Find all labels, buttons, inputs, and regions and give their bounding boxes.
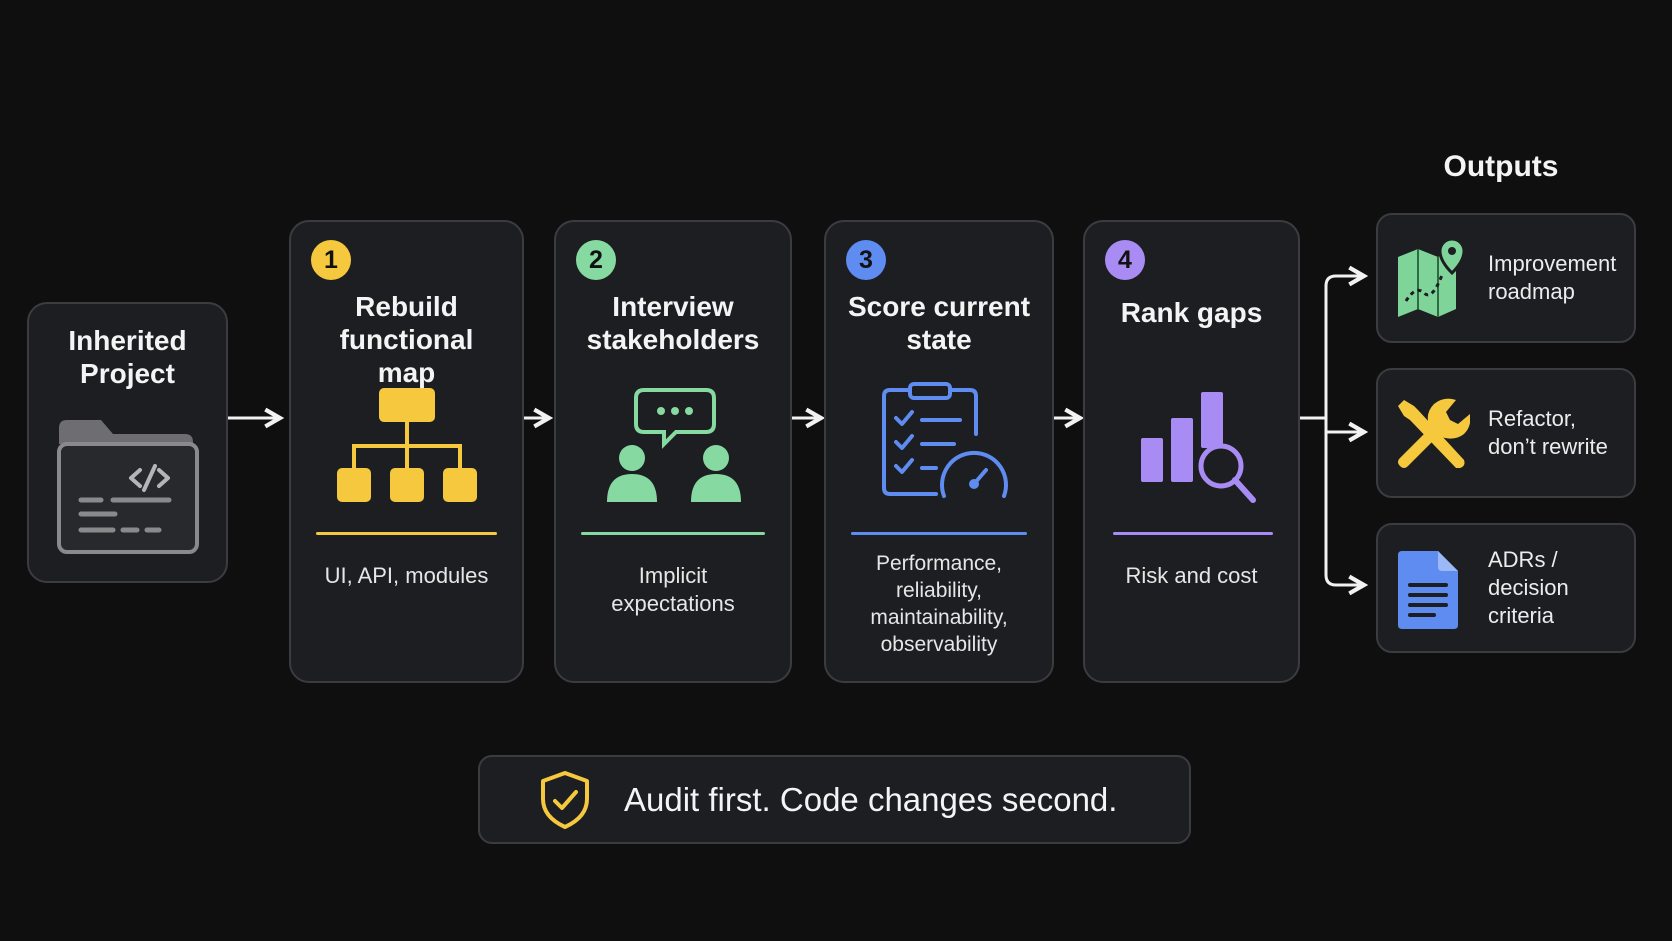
map-pin-icon	[1398, 237, 1466, 317]
step-title: Rebuild functional map	[339, 291, 474, 388]
footer-text: Audit first. Code changes second.	[624, 780, 1118, 818]
document-icon	[1398, 551, 1458, 629]
step-number-badge: 2	[576, 240, 616, 280]
output-label: ADRs / decision criteria	[1488, 547, 1569, 628]
step-card-1: 1 Rebuild functional map UI, API, module…	[289, 220, 524, 683]
step-number-badge: 3	[846, 240, 886, 280]
output-card-roadmap: Improvement roadmap	[1376, 213, 1636, 343]
step-number-badge: 1	[311, 240, 351, 280]
code-folder-icon	[57, 420, 199, 554]
step-title: Score current state	[847, 291, 1031, 355]
output-label: Refactor, don’t rewrite	[1488, 406, 1608, 459]
step-title: Rank gaps	[1120, 297, 1263, 328]
bar-chart-search-icon	[1141, 392, 1256, 503]
footer-banner: Audit first. Code changes second.	[478, 755, 1191, 844]
output-card-adrs: ADRs / decision criteria	[1376, 523, 1636, 653]
step-card-4: 4 Rank gaps Risk and cost	[1083, 220, 1300, 683]
step-divider	[1113, 532, 1273, 535]
step-card-2: 2 Interview stakeholders Implicit expect…	[554, 220, 792, 683]
step-divider	[581, 532, 765, 535]
stakeholders-chat-icon	[607, 388, 741, 502]
step-divider	[316, 532, 497, 535]
step-description: Implicit expectations	[611, 563, 735, 616]
step-number-badge: 4	[1105, 240, 1145, 280]
hierarchy-icon	[337, 388, 477, 502]
output-label: Improvement roadmap	[1488, 251, 1617, 304]
step-description: UI, API, modules	[324, 563, 489, 588]
step-description: Performance, reliability, maintainabilit…	[870, 552, 1008, 656]
shield-check-icon	[541, 771, 589, 829]
step-divider	[851, 532, 1027, 535]
inherited-project-card: Inherited Project	[27, 302, 228, 583]
tools-icon	[1398, 398, 1470, 468]
step-card-3: 3 Score current state Performance, relia…	[824, 220, 1054, 683]
outputs-heading: Outputs	[1443, 150, 1559, 183]
inherited-project-title: Inherited Project	[68, 325, 187, 389]
step-title: Interview stakeholders	[586, 291, 760, 355]
step-description: Risk and cost	[1125, 563, 1258, 588]
output-card-refactor: Refactor, don’t rewrite	[1376, 368, 1636, 498]
clipboard-gauge-icon	[882, 382, 1008, 498]
